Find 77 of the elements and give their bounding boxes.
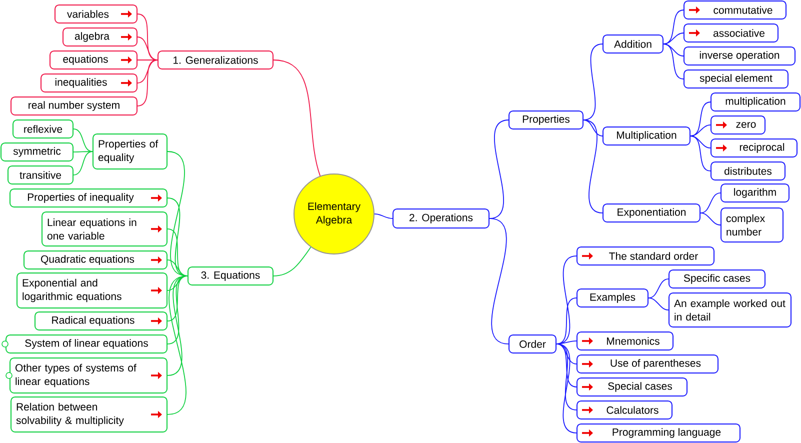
topic-box: equations xyxy=(50,50,138,70)
connector-line xyxy=(648,278,669,298)
topic-box: 2. Operations xyxy=(392,208,490,228)
topic-box: 1. Generalizations xyxy=(158,50,274,70)
topic-box: Order xyxy=(508,334,556,354)
connector-line xyxy=(73,128,93,152)
connector-line xyxy=(167,276,188,415)
connector-line xyxy=(556,344,577,364)
topic-box: Specific cases xyxy=(668,269,766,288)
topic-box: transitive xyxy=(8,165,74,184)
topic-box: special element xyxy=(684,70,788,88)
topic-box: reciprocal xyxy=(710,138,798,158)
connector-line xyxy=(556,344,577,410)
topic-box: An example worked out in detail xyxy=(668,292,792,328)
connector-line xyxy=(374,214,393,219)
topic-box: Exponential and logarithmic equations xyxy=(16,272,168,308)
connector-line xyxy=(556,344,577,434)
topic-box: Mnemonics xyxy=(576,331,674,350)
topic-box: Multiplication xyxy=(602,126,690,146)
connector-line xyxy=(663,32,684,44)
connector-line xyxy=(583,120,603,214)
topic-box: commutative xyxy=(684,0,786,20)
topic-box: zero xyxy=(710,116,766,134)
topic-box: logarithm xyxy=(720,184,790,202)
connector-line xyxy=(137,60,158,106)
topic-box: Radical equations xyxy=(34,311,168,330)
topic-box: Special cases xyxy=(576,377,688,396)
topic-box: Linear equations in one variable xyxy=(42,211,168,246)
topic-box: reflexive xyxy=(12,120,74,138)
topic-box: distributes xyxy=(710,162,786,180)
connector-line xyxy=(167,260,188,276)
connector-line xyxy=(167,151,188,276)
topic-box: Relation between solvability & multiplicity xyxy=(10,396,168,432)
connector-line xyxy=(648,298,669,310)
topic-box: 3. Equations xyxy=(188,266,274,286)
connector-line xyxy=(73,151,93,152)
connector-line xyxy=(273,246,312,276)
topic-box: Properties xyxy=(508,110,584,130)
connector-line xyxy=(690,136,711,172)
topic-box: inverse operation xyxy=(684,46,796,66)
connector-line xyxy=(583,120,603,136)
connector-line xyxy=(273,60,321,176)
topic-box: Examples xyxy=(576,288,648,308)
topic-box: algebra xyxy=(62,28,138,46)
connector-line xyxy=(583,44,603,120)
topic-box: Calculators xyxy=(576,400,672,420)
topic-box: real number system xyxy=(10,96,138,116)
connector-line xyxy=(73,151,93,176)
topic-box: variables xyxy=(54,4,138,24)
topic-box: Properties of equality xyxy=(92,134,168,170)
connector-line xyxy=(167,276,188,291)
topic-box: Elementary Algebra xyxy=(294,173,374,254)
connector-line xyxy=(556,298,577,344)
topic-box: System of linear equations xyxy=(6,334,168,354)
topic-box: Other types of systems of linear equations xyxy=(10,357,168,394)
topic-box: Quadratic equations xyxy=(24,250,168,270)
connector-line xyxy=(137,60,158,84)
topic-box: Exponentiation xyxy=(602,204,700,222)
topic-box: symmetric xyxy=(0,142,74,162)
topic-box: inequalities xyxy=(40,74,138,92)
topic-box: Programming language xyxy=(576,423,740,442)
topic-box: multiplication xyxy=(710,92,800,112)
connector-line xyxy=(137,36,158,60)
connector-line xyxy=(700,212,721,226)
connector-line xyxy=(489,218,509,344)
topic-box: associative xyxy=(684,23,778,42)
connector-line xyxy=(167,276,188,344)
connector-line xyxy=(690,136,711,148)
connector-line xyxy=(700,192,721,214)
topic-box: complex number xyxy=(720,207,784,242)
connector-line xyxy=(690,124,711,136)
connector-line xyxy=(663,44,684,80)
topic-box: Properties of inequality xyxy=(10,188,168,208)
topic-box: Addition xyxy=(602,34,664,54)
topic-box: Use of parentheses xyxy=(576,354,718,374)
connector-line xyxy=(663,44,684,56)
topic-box: The standard order xyxy=(576,246,714,266)
